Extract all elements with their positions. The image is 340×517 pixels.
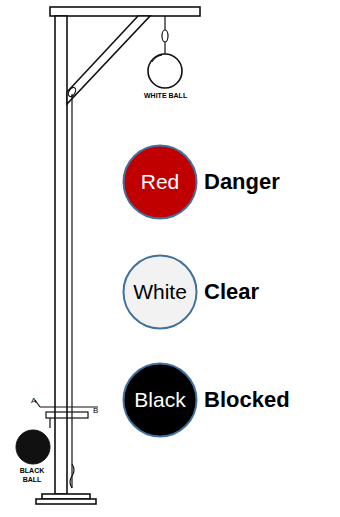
circle-shape <box>124 364 197 437</box>
black-ball <box>16 430 50 464</box>
pulley <box>162 30 168 42</box>
ball-label: BLACK BALL <box>17 467 47 484</box>
color-circle: Black <box>122 362 198 438</box>
circle-shape <box>124 146 197 219</box>
ball-label: WHITE BALL <box>144 92 187 99</box>
guide-ring <box>67 86 77 98</box>
post <box>55 16 67 494</box>
lever-label: B <box>93 406 98 415</box>
meaning-label: Danger <box>204 169 280 195</box>
meaning-label: Clear <box>204 279 259 305</box>
circle-text: Black <box>134 388 185 412</box>
brace <box>67 16 150 104</box>
color-circle: Red <box>122 144 198 220</box>
halyard <box>71 94 72 488</box>
base <box>36 499 96 504</box>
lever-label: A <box>31 396 36 405</box>
hanger <box>164 16 165 30</box>
lever-bracket <box>46 412 88 418</box>
circle-text: White <box>133 280 187 304</box>
black-ball-rope <box>49 418 50 428</box>
circle-shape <box>124 256 197 329</box>
circle-text: Red <box>141 170 180 194</box>
lever <box>40 406 98 407</box>
crossbar <box>50 7 200 16</box>
white-ball <box>148 54 182 88</box>
rope-cleat <box>70 464 74 488</box>
meaning-label: Blocked <box>204 387 290 413</box>
ball-rope <box>164 42 165 54</box>
color-circle: White <box>122 254 198 330</box>
ball-shading <box>152 55 162 62</box>
